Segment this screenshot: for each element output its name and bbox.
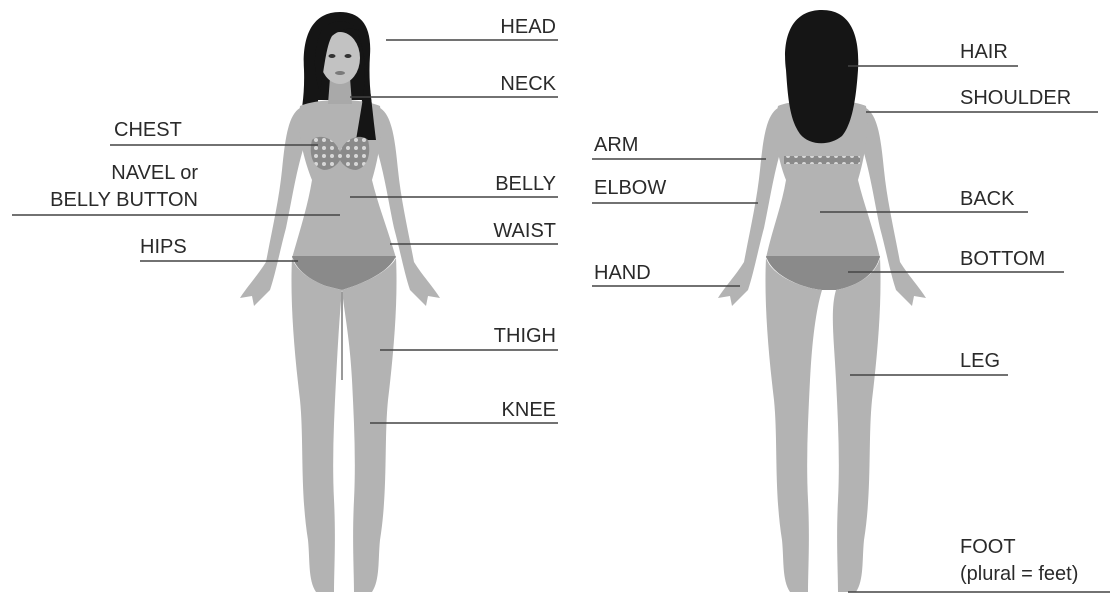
back-figure	[718, 10, 926, 592]
label-navel-1: NAVEL or	[111, 162, 198, 184]
label-shoulder: SHOULDER	[960, 87, 1071, 109]
label-foot-1: FOOT	[960, 536, 1016, 558]
label-hips: HIPS	[140, 236, 187, 258]
label-head: HEAD	[500, 16, 556, 38]
label-back: BACK	[960, 188, 1014, 210]
label-knee: KNEE	[502, 399, 556, 421]
back-left-leg	[765, 258, 822, 592]
label-arm: ARM	[594, 134, 638, 156]
front-right-leg	[342, 258, 397, 592]
label-chest: CHEST	[114, 119, 182, 141]
label-hair: HAIR	[960, 41, 1008, 63]
back-right-leg	[833, 258, 881, 592]
label-elbow: ELBOW	[594, 177, 666, 199]
label-neck: NECK	[500, 73, 556, 95]
label-hand: HAND	[594, 262, 651, 284]
label-foot-2: (plural = feet)	[960, 563, 1078, 585]
back-bikini-strap	[784, 156, 860, 164]
label-waist: WAIST	[493, 220, 556, 242]
label-navel-2: BELLY BUTTON	[50, 189, 198, 211]
label-leg: LEG	[960, 350, 1000, 372]
label-bottom: BOTTOM	[960, 248, 1045, 270]
label-thigh: THIGH	[494, 325, 556, 347]
back-hair	[785, 10, 858, 143]
front-figure	[240, 12, 440, 592]
label-belly: BELLY	[495, 173, 556, 195]
front-torso	[292, 100, 396, 258]
front-left-leg	[291, 258, 342, 592]
